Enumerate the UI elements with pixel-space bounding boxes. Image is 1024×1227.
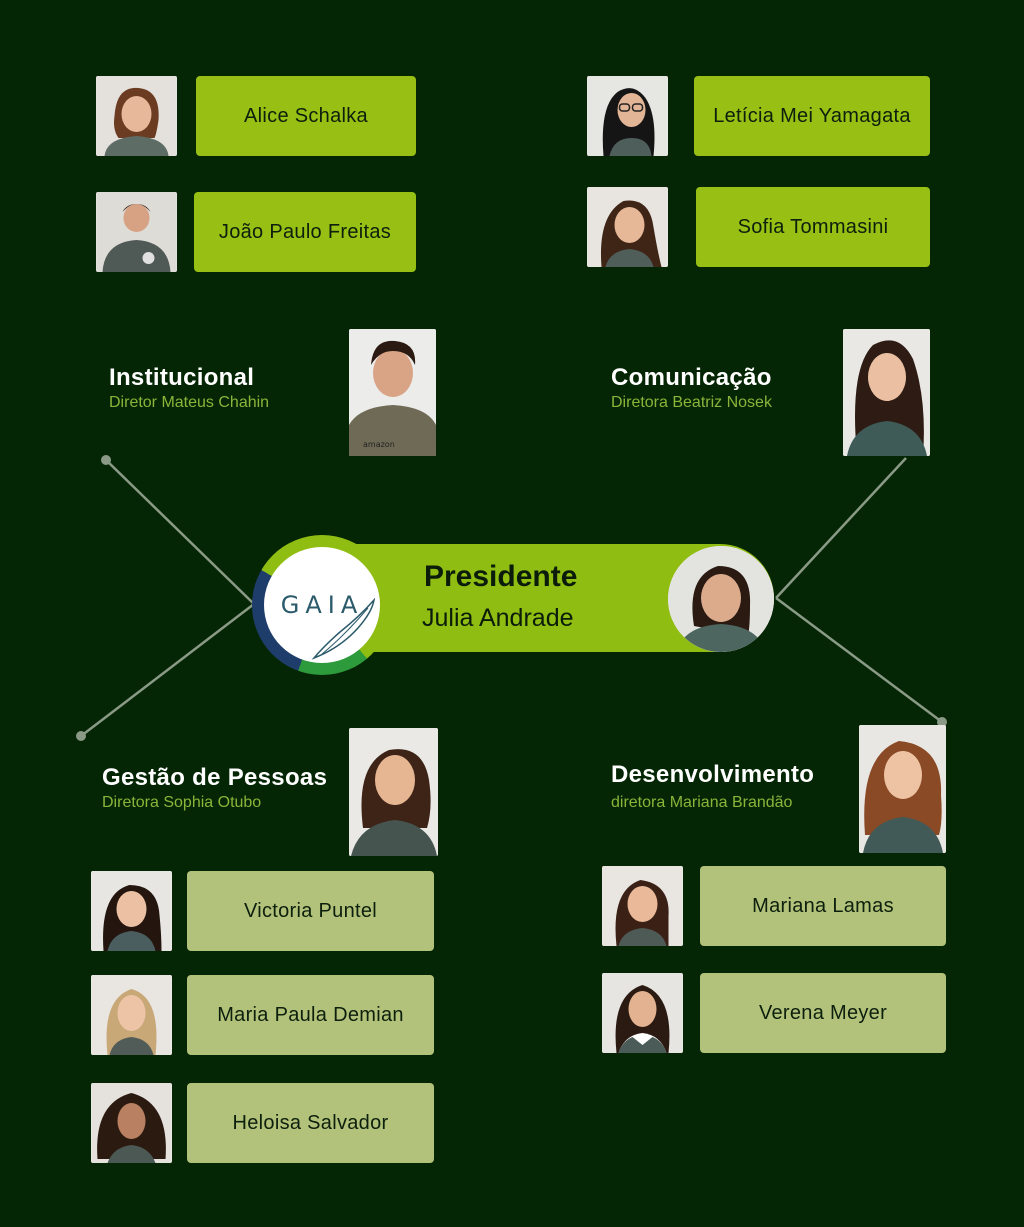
connector-institucional (105, 459, 255, 605)
gaia-logo: GAIA (264, 547, 380, 663)
dept-title-comunicacao: Comunicação (611, 364, 772, 391)
leaf-icon (311, 598, 376, 660)
director-desenvolvimento: diretora Mariana Brandão (611, 794, 793, 811)
member-card-mariana-lamas: Mariana Lamas (700, 866, 946, 946)
member-photo-verena (602, 973, 683, 1053)
dept-title-institucional: Institucional (109, 364, 255, 391)
svg-text:amazon: amazon (363, 440, 395, 449)
member-card-maria-paula: Maria Paula Demian (187, 975, 434, 1055)
director-institucional: Diretor Mateus Chahin (109, 394, 270, 411)
connector-dot (101, 455, 111, 465)
member-photo-heloisa (91, 1083, 172, 1163)
connector-dot (937, 717, 947, 727)
member-card-alice: Alice Schalka (196, 76, 416, 156)
director-photo-beatriz (843, 329, 930, 456)
director-comunicacao: Diretora Beatriz Nosek (611, 394, 772, 411)
connector-desenvolvimento (775, 596, 943, 724)
president-title: Presidente (424, 560, 578, 593)
member-photo-victoria (91, 871, 172, 951)
member-photo-mariana-lamas (602, 866, 683, 946)
member-card-joao: João Paulo Freitas (194, 192, 416, 272)
president-photo (668, 546, 774, 652)
member-photo-alice (96, 76, 177, 156)
director-photo-sophia (349, 728, 438, 856)
director-gestao: Diretora Sophia Otubo (102, 794, 262, 811)
member-photo-joao (96, 192, 177, 272)
member-photo-maria-paula (91, 975, 172, 1055)
member-photo-sofia (587, 187, 668, 267)
connector-dot (76, 731, 86, 741)
member-photo-leticia (587, 76, 668, 156)
member-card-victoria: Victoria Puntel (187, 871, 434, 951)
dept-title-desenvolvimento: Desenvolvimento (611, 761, 815, 788)
member-card-leticia: Letícia Mei Yamagata (694, 76, 930, 156)
member-card-sofia: Sofia Tommasini (696, 187, 930, 267)
connector-gestao (80, 603, 255, 737)
dept-title-gestao: Gestão de Pessoas (102, 764, 328, 791)
director-photo-mateus: amazon (349, 329, 436, 456)
member-card-verena: Verena Meyer (700, 973, 946, 1053)
director-photo-mariana-brandao (859, 725, 946, 853)
president-name: Julia Andrade (422, 604, 574, 632)
member-card-heloisa: Heloisa Salvador (187, 1083, 434, 1163)
logo-text: GAIA (280, 591, 364, 619)
connector-comunicacao (775, 457, 907, 599)
